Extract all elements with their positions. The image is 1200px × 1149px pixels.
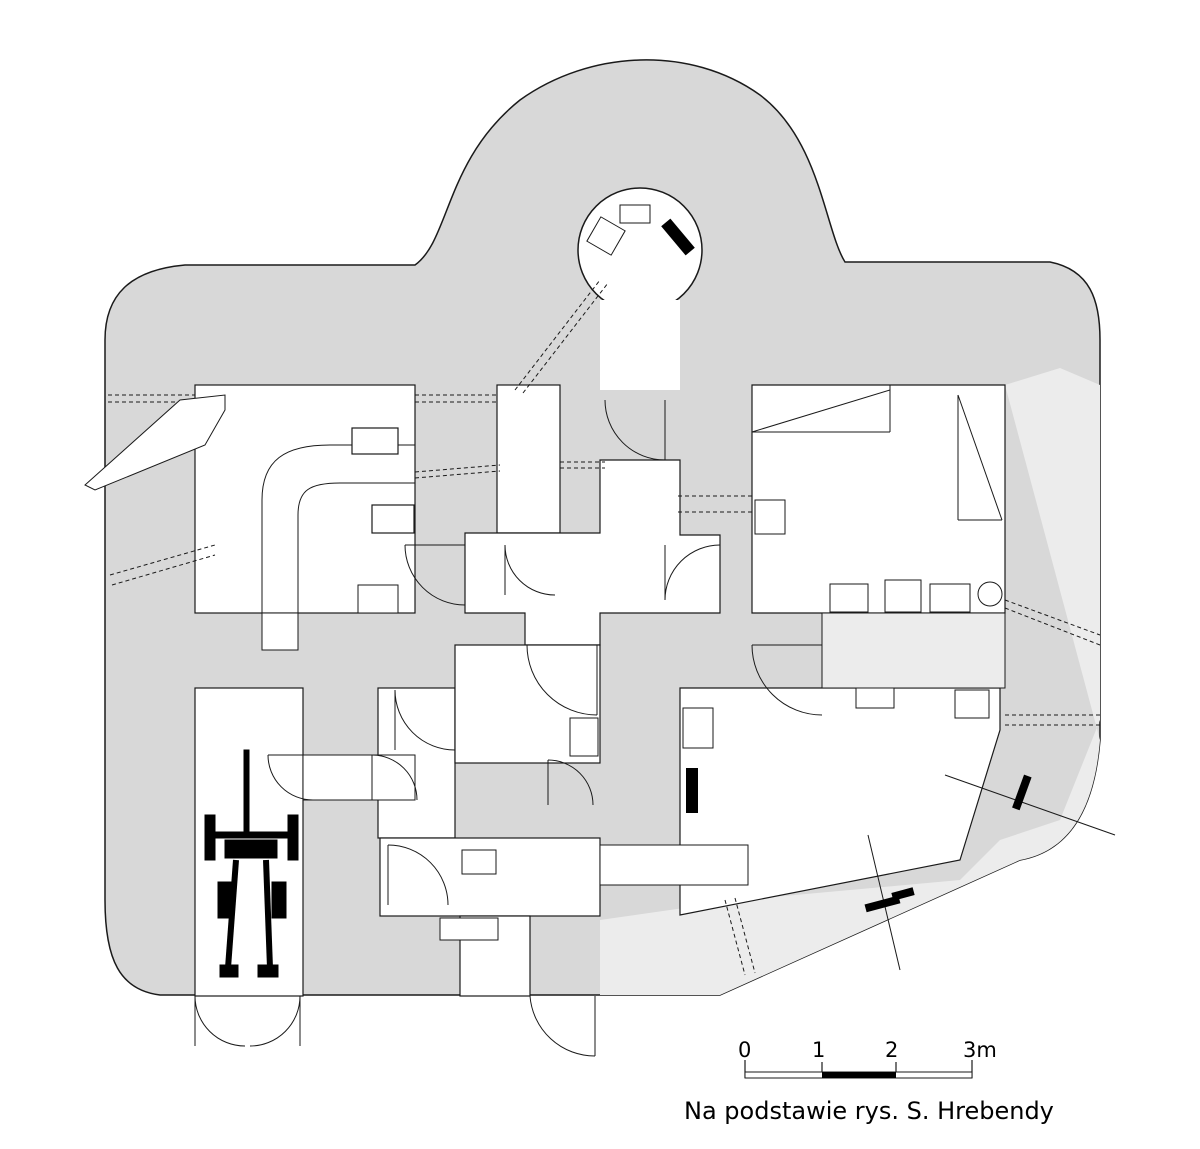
- equipment-box: [357, 584, 399, 614]
- equipment-box: [682, 707, 714, 749]
- caption: Na podstawie rys. S. Hrebendy: [684, 1097, 1054, 1125]
- equipment-box: [954, 689, 990, 719]
- room-right: [751, 384, 1006, 614]
- equipment-box: [829, 583, 869, 613]
- equipment-box: [754, 499, 786, 535]
- scale-label-0: 0: [738, 1038, 752, 1062]
- equipment-box: [929, 583, 971, 613]
- scale-label-1: 1: [812, 1038, 826, 1062]
- equipment-box: [855, 687, 895, 709]
- equipment-box: [371, 504, 415, 534]
- room-small-cell: [496, 384, 561, 534]
- embrasure-shield: [84, 394, 226, 491]
- scale-bar: [744, 1060, 973, 1079]
- scale-label-2: 2: [885, 1038, 899, 1062]
- room-lower-right: [679, 687, 1001, 916]
- corridor: [464, 459, 721, 646]
- periscope: [661, 218, 695, 256]
- equipment-round: [977, 581, 1003, 607]
- doors: [194, 399, 823, 1057]
- equipment-box: [569, 717, 599, 757]
- embrasures: [108, 279, 1101, 976]
- equipment-box: [884, 579, 922, 613]
- room-left: [194, 384, 416, 614]
- equipment-box: [351, 427, 399, 455]
- damaged-wall-zone: [600, 368, 1100, 995]
- anti-tank-gun: [204, 749, 299, 978]
- equipment-black: [686, 768, 698, 813]
- equipment-box: [439, 917, 499, 941]
- ventilation-duct: [261, 444, 415, 613]
- equipment-box: [461, 849, 497, 875]
- scale-label-3m: 3m: [963, 1038, 997, 1062]
